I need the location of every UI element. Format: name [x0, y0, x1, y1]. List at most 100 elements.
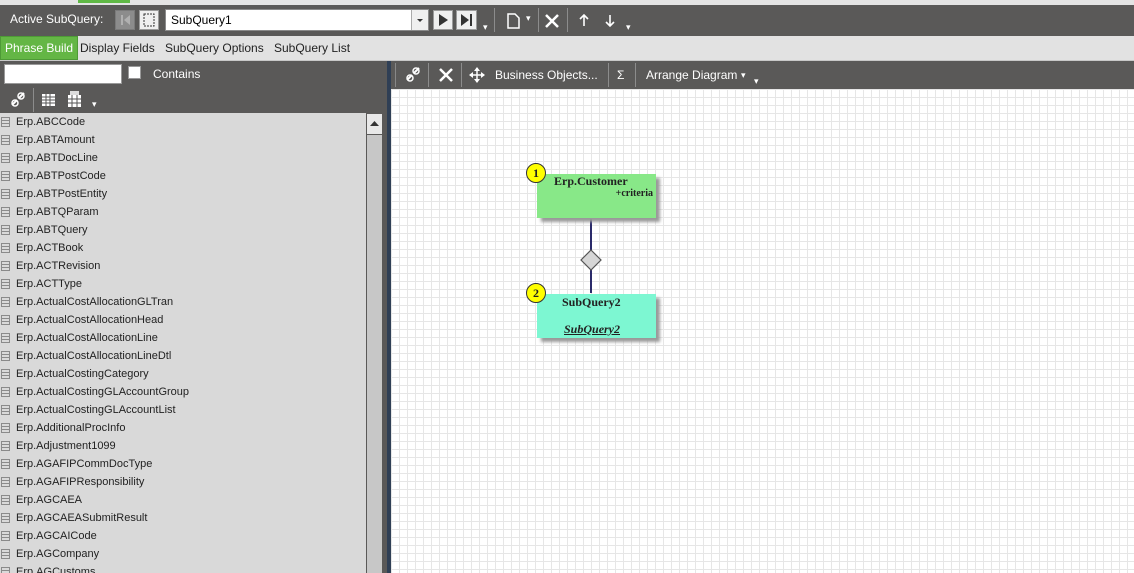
- list-item[interactable]: Erp.ABTAmount: [0, 131, 366, 149]
- table-search-input[interactable]: [4, 64, 122, 84]
- panel-splitter[interactable]: [387, 61, 391, 573]
- diagram-toolbar: Business Objects... Σ Arrange Diagram ▾ …: [391, 61, 1134, 89]
- scroll-up-button[interactable]: [367, 114, 382, 134]
- table-icon: [1, 297, 10, 307]
- diagram-canvas[interactable]: Erp.Customer +criteria 1 SubQuery2 SubQu…: [391, 89, 1134, 573]
- table-icon: [1, 549, 10, 559]
- list-item-label: Erp.AdditionalProcInfo: [16, 422, 126, 434]
- move-down-button[interactable]: [602, 11, 618, 34]
- window-top-strip: [0, 0, 1134, 5]
- list-item[interactable]: Erp.ActualCostAllocationLineDtl: [0, 347, 366, 365]
- list-item[interactable]: Erp.ABTQParam: [0, 203, 366, 221]
- diagram-link-button[interactable]: [403, 65, 423, 88]
- subquery-dropdown-button[interactable]: [411, 10, 428, 30]
- select-subquery-button[interactable]: [139, 10, 159, 30]
- list-item-label: Erp.ActualCostAllocationLineDtl: [16, 350, 172, 362]
- sigma-button[interactable]: Σ: [617, 68, 625, 82]
- tab-phrase-build[interactable]: Phrase Build: [0, 36, 79, 60]
- node-subquery-link[interactable]: SubQuery2: [564, 322, 621, 336]
- table-icon: [1, 531, 10, 541]
- list-item-label: Erp.ABTDocLine: [16, 152, 98, 164]
- arrange-dropdown-caret[interactable]: ▾: [741, 70, 746, 80]
- new-more-caret[interactable]: ▾: [526, 13, 531, 23]
- toolbar-separator: [461, 63, 462, 87]
- move-up-button[interactable]: [576, 11, 592, 34]
- table-icon: [1, 477, 10, 487]
- toolbar-separator: [635, 63, 636, 87]
- list-item[interactable]: Erp.ACTRevision: [0, 257, 366, 275]
- tab-display-fields[interactable]: Display Fields: [80, 41, 155, 55]
- diagram-more-caret[interactable]: ▾: [754, 76, 759, 86]
- list-item[interactable]: Erp.AGCAICode: [0, 527, 366, 545]
- next-subquery-button[interactable]: [433, 10, 453, 30]
- node-number-badge: 1: [526, 163, 546, 183]
- diagram-delete-button[interactable]: [436, 65, 456, 88]
- list-item[interactable]: Erp.ABTQuery: [0, 221, 366, 239]
- list-tools-more-caret[interactable]: ▾: [92, 99, 97, 109]
- link-button[interactable]: [8, 90, 28, 113]
- tab-subquery-list[interactable]: SubQuery List: [274, 41, 351, 55]
- select-rect-icon: [143, 13, 155, 27]
- list-item-label: Erp.AGCAEA: [16, 494, 83, 506]
- table-list-scrollbar[interactable]: [366, 113, 383, 573]
- list-item-label: Erp.ActualCostAllocationLine: [16, 332, 158, 344]
- list-item[interactable]: Erp.ActualCostAllocationLine: [0, 329, 366, 347]
- list-toolbar: ▾: [0, 88, 387, 112]
- tab-subquery-options[interactable]: SubQuery Options: [165, 41, 264, 55]
- list-item[interactable]: Erp.ActualCostAllocationGLTran: [0, 293, 366, 311]
- node-criteria-link[interactable]: +criteria: [615, 188, 653, 199]
- list-item-label: Erp.ACTRevision: [16, 260, 101, 272]
- join-diamond[interactable]: [580, 249, 602, 271]
- new-document-icon: [507, 13, 520, 29]
- list-item[interactable]: Erp.ABTPostCode: [0, 167, 366, 185]
- table-icon: [1, 171, 10, 181]
- list-item[interactable]: Erp.ABCCode: [0, 113, 366, 131]
- list-item[interactable]: Erp.AGAFIPResponsibility: [0, 473, 366, 491]
- list-item[interactable]: Erp.ABTDocLine: [0, 149, 366, 167]
- list-item[interactable]: Erp.Adjustment1099: [0, 437, 366, 455]
- last-subquery-button[interactable]: [456, 10, 477, 30]
- table-icon: [1, 423, 10, 433]
- nav-more-caret[interactable]: ▾: [483, 22, 488, 32]
- delete-subquery-button[interactable]: [542, 11, 562, 34]
- table-icon: [1, 153, 10, 163]
- subquery-select[interactable]: SubQuery1: [165, 9, 429, 31]
- list-item[interactable]: Erp.AGCompany: [0, 545, 366, 563]
- list-item[interactable]: Erp.AGCAEASubmitResult: [0, 509, 366, 527]
- toolbar-separator: [33, 88, 34, 112]
- list-item-label: Erp.ActualCostingCategory: [16, 368, 149, 380]
- contains-checkbox[interactable]: [128, 66, 141, 79]
- table-icon: [1, 351, 10, 361]
- table-node-erp-customer[interactable]: Erp.Customer +criteria: [537, 174, 656, 218]
- table-icon: [42, 94, 55, 106]
- arrow-up-icon: [579, 13, 589, 26]
- new-subquery-button[interactable]: [503, 11, 525, 34]
- list-item[interactable]: Erp.AdditionalProcInfo: [0, 419, 366, 437]
- list-item[interactable]: Erp.ActualCostingCategory: [0, 365, 366, 383]
- list-item[interactable]: Erp.ABTPostEntity: [0, 185, 366, 203]
- list-item[interactable]: Erp.AGAFIPCommDocType: [0, 455, 366, 473]
- list-item-label: Erp.ABTAmount: [16, 134, 95, 146]
- calculator-button[interactable]: [66, 90, 84, 111]
- subquery-node-subquery2[interactable]: SubQuery2 SubQuery2: [537, 294, 656, 338]
- list-item[interactable]: Erp.ActualCostAllocationHead: [0, 311, 366, 329]
- arrange-diagram-button[interactable]: Arrange Diagram: [646, 68, 738, 82]
- list-item[interactable]: Erp.ActualCostingGLAccountList: [0, 401, 366, 419]
- list-item-label: Erp.ActualCostingGLAccountList: [16, 404, 176, 416]
- table-icon: [1, 279, 10, 289]
- tab-bar: Phrase Build Display Fields SubQuery Opt…: [0, 36, 1134, 61]
- list-item[interactable]: Erp.AGCustoms: [0, 563, 366, 573]
- list-item[interactable]: Erp.ACTType: [0, 275, 366, 293]
- connector-layer: [580, 218, 602, 293]
- list-item[interactable]: Erp.ActualCostingGLAccountGroup: [0, 383, 366, 401]
- toolbar-separator: [567, 8, 568, 32]
- list-item[interactable]: Erp.AGCAEA: [0, 491, 366, 509]
- first-subquery-button[interactable]: [115, 10, 135, 30]
- table-view-button[interactable]: [41, 92, 57, 111]
- order-more-caret[interactable]: ▾: [626, 22, 631, 32]
- list-item-label: Erp.ActualCostingGLAccountGroup: [16, 386, 190, 398]
- scroll-thumb[interactable]: [367, 135, 382, 573]
- list-item[interactable]: Erp.ACTBook: [0, 239, 366, 257]
- business-objects-button[interactable]: Business Objects...: [468, 66, 678, 86]
